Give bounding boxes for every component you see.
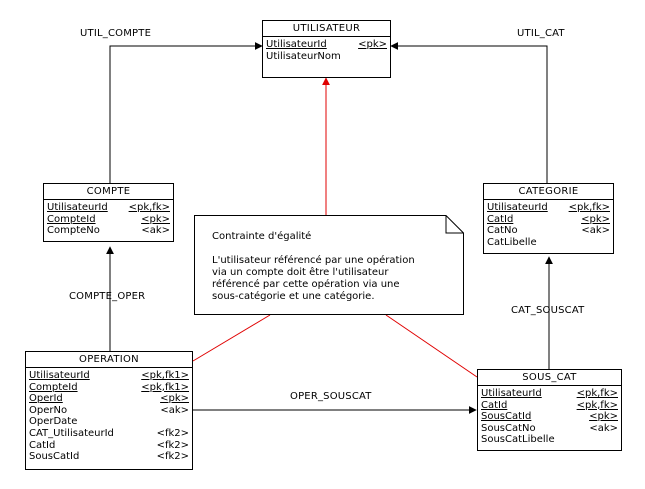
attribute-row: SousCatNo <ak> [481,423,618,435]
attribute-key: <pk> [141,213,170,225]
attribute-name: UtilisateurNom [266,50,341,62]
attribute-row: UtilisateurId <pk> [266,39,387,51]
note-line: via un compte doit être l'utilisateur [212,267,389,278]
constraint-link-sous-cat [385,314,478,378]
note-shape [194,215,464,315]
entity-title: CATEGORIE [484,184,613,200]
attribute-row: CatId <pk> [487,214,610,226]
attribute-row: CompteId <pk> [47,214,170,226]
link-util-cat [390,42,548,183]
attribute-name: CatId [481,399,508,411]
attribute-name: CatLibelle [487,236,537,248]
attribute-name: CatNo [487,225,518,237]
label-oper-souscat: OPER_SOUSCAT [290,391,372,402]
attribute-name: CatId [487,213,514,225]
entity-title: OPERATION [26,352,192,368]
attribute-key: <pk,fk> [576,388,618,399]
note-line: référencé par cette opération via une [212,279,400,290]
attribute-key: <ak> [589,422,618,434]
attribute-list: UtilisateurId<pk,fk>CatId<pk,fk>SousCatI… [478,386,621,447]
note-title: Contrainte d'égalité [212,231,312,242]
attribute-name: UtilisateurId [481,388,542,399]
attribute-row: CompteNo <ak> [47,225,170,237]
attribute-key: <pk,fk> [576,399,618,411]
attribute-key: <fk2> [156,439,189,451]
attribute-name: OperDate [29,416,78,428]
attribute-row: UtilisateurId <pk,fk> [481,388,618,400]
attribute-row: OperNo <ak> [29,405,189,417]
attribute-key: <pk> [581,213,610,225]
attribute-key [606,237,610,249]
attribute-key: <pk,fk> [128,202,170,213]
attribute-name: SousCatId [29,451,80,463]
attribute-name: UtilisateurId [266,39,327,50]
attribute-list: UtilisateurId<pk,fk1>CompteId<pk,fk1>Ope… [26,368,192,464]
attribute-name: UtilisateurId [29,370,90,381]
link-util-compte [109,42,263,183]
attribute-row: CatNo <ak> [487,225,610,237]
attribute-key: <pk,fk1> [141,370,189,381]
note-line: L'utilisateur référencé par une opératio… [212,255,415,266]
attribute-key: <pk> [589,411,618,423]
attribute-name: UtilisateurId [47,202,108,213]
label-util-cat: UTIL_CAT [517,28,565,39]
attribute-name: SousCatId [481,411,532,423]
attribute-row: CatLibelle [487,237,610,249]
attribute-key: <ak> [160,404,189,416]
attribute-row: UtilisateurNom [266,51,387,63]
attribute-key: <ak> [141,225,170,237]
attribute-row: OperDate [29,416,189,428]
note-line: sous-catégorie et une catégorie. [212,291,375,302]
attribute-name: SousCatLibelle [481,434,555,446]
attribute-row: CatId <pk,fk> [481,400,618,412]
attribute-key: <pk> [160,393,189,405]
attribute-key: <pk> [358,39,387,50]
entity-title: SOUS_CAT [478,370,621,386]
constraint-note[interactable]: Contrainte d'égalité L'utilisateur référ… [194,215,464,315]
attribute-name: UtilisateurId [487,202,548,213]
entity-compte[interactable]: COMPTE UtilisateurId<pk,fk>CompteId<pk>C… [43,183,174,242]
attribute-row: CompteId <pk,fk1> [29,382,189,394]
entity-utilisateur[interactable]: UTILISATEUR UtilisateurId<pk>Utilisateur… [262,20,391,78]
attribute-key: <fk2> [156,451,189,463]
attribute-key: <ak> [581,225,610,237]
label-compte-oper: COMPTE_OPER [69,291,146,302]
entity-operation[interactable]: OPERATION UtilisateurId <pk,fk1> CompteId <… [25,351,193,470]
attribute-name: OperId [29,393,63,405]
entity-title: COMPTE [44,184,173,200]
attribute-row: UtilisateurId <pk,fk> [47,202,170,214]
entity-categorie[interactable]: CATEGORIE UtilisateurId<pk,fk>CatId<pk>C… [483,183,614,254]
attribute-row: UtilisateurId <pk,fk1> [29,370,189,382]
attribute-key: <fk2> [156,427,189,439]
attribute-row: UtilisateurId <pk,fk> [487,202,610,214]
attribute-row: SousCatId <pk> [481,411,618,423]
attribute-row: CatId <fk2> [29,440,189,452]
attribute-key [614,434,618,446]
label-cat-souscat: CAT_SOUSCAT [511,305,585,316]
attribute-name: CatId [29,439,56,451]
constraint-link-operation [192,314,271,362]
attribute-name: OperNo [29,404,68,416]
entity-title: UTILISATEUR [263,21,390,37]
entity-sous-cat[interactable]: SOUS_CAT UtilisateurId <pk,fk> CatId <pk,fk… [477,369,622,451]
attribute-list: UtilisateurId <pk> UtilisateurNom [263,37,390,63]
attribute-row: CAT_UtilisateurId <fk2> [29,428,189,440]
attribute-row: SousCatLibelle [481,434,618,446]
attribute-name: SousCatNo [481,422,536,434]
attribute-list: UtilisateurId<pk,fk>CatId<pk>CatNo<ak>Ca… [484,200,613,249]
attribute-name: CompteNo [47,225,100,237]
label-util-compte: UTIL_COMPTE [80,28,152,39]
attribute-key [185,416,189,428]
attribute-list: UtilisateurId<pk,fk>CompteId<pk>CompteNo… [44,200,173,238]
attribute-key: <pk,fk1> [141,381,189,393]
attribute-key: <pk,fk> [568,202,610,213]
attribute-name: CompteId [47,213,96,225]
attribute-key [383,51,387,63]
attribute-name: CompteId [29,381,78,393]
attribute-row: SousCatId <fk2> [29,451,189,463]
attribute-row: OperId <pk> [29,393,189,405]
attribute-name: CAT_UtilisateurId [29,427,114,439]
